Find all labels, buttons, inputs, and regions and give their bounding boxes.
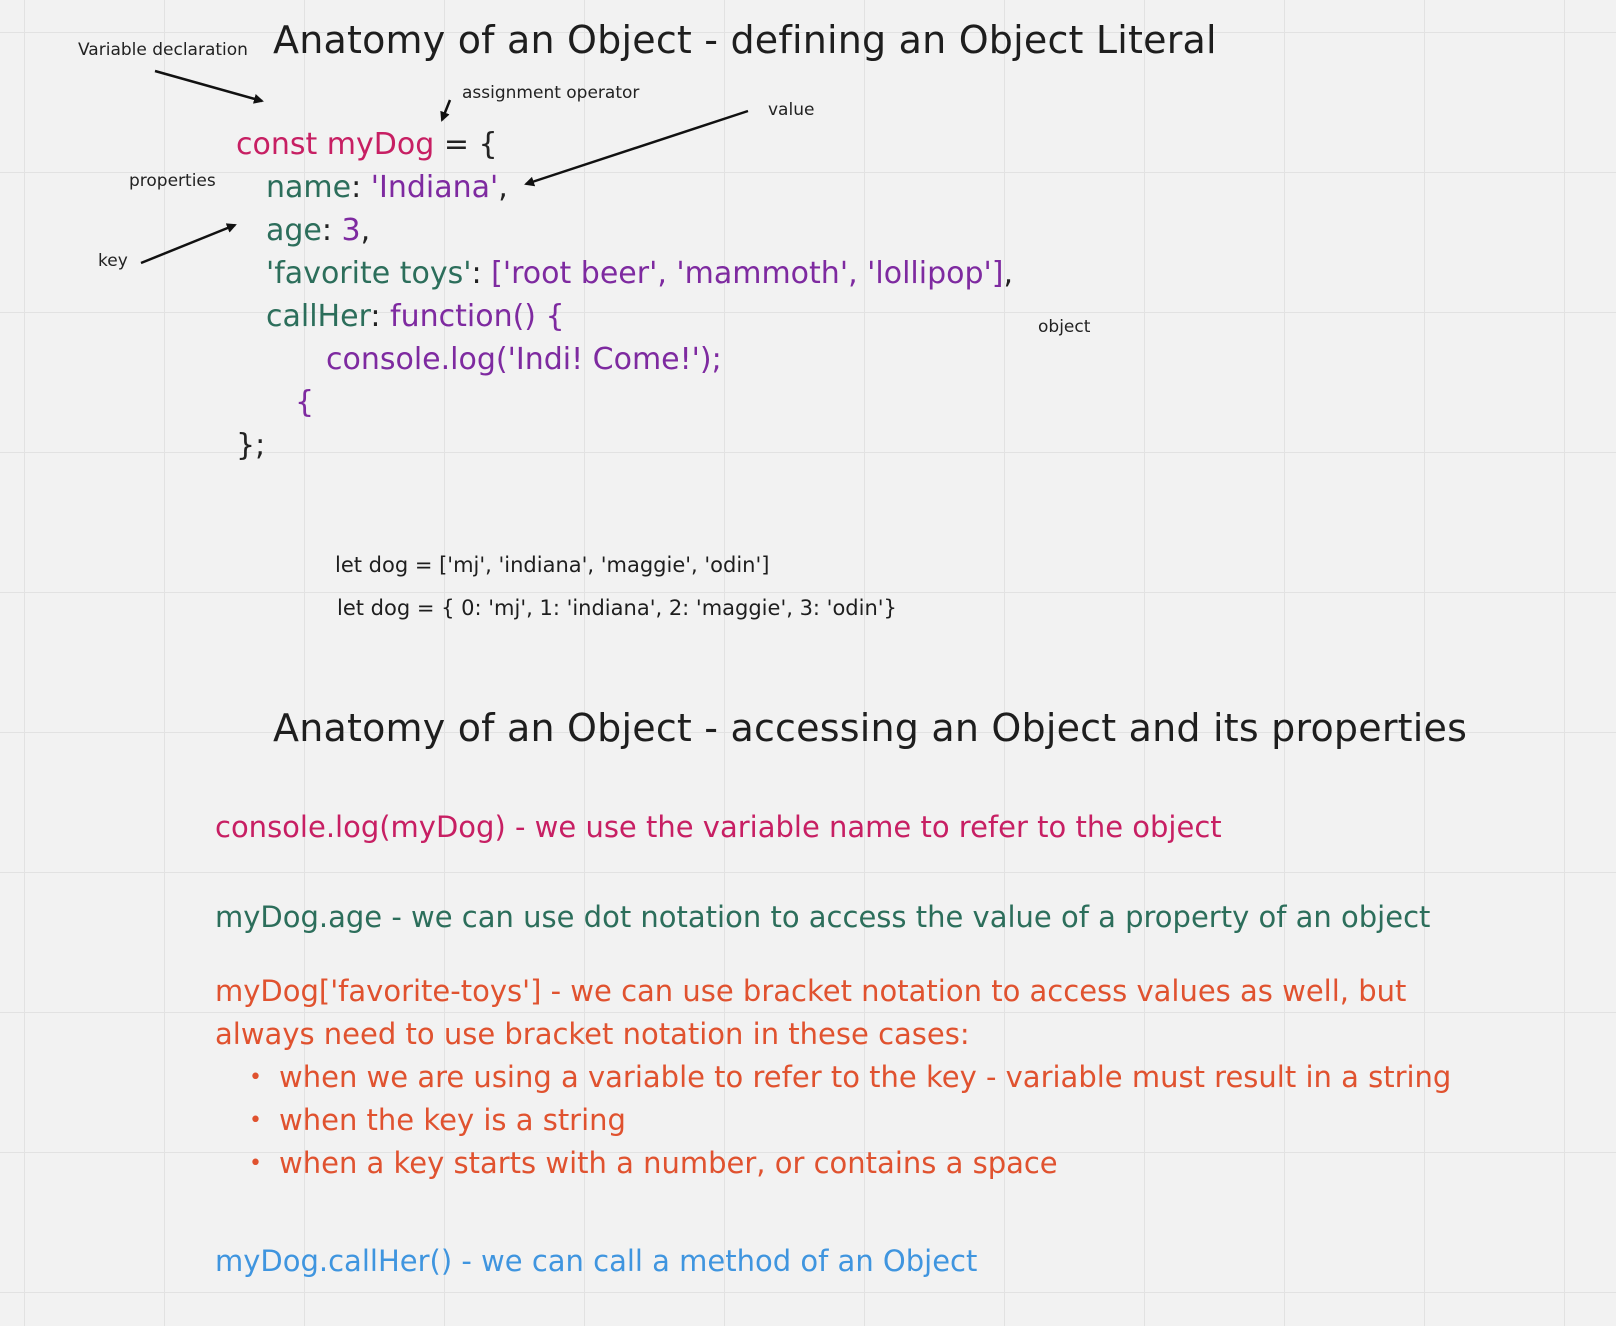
code-inner-brace: { bbox=[295, 385, 315, 420]
arrow-key bbox=[140, 223, 237, 265]
annotation-key: key bbox=[98, 251, 128, 271]
note-bracket-notation: myDog['favorite-toys'] - we can use brac… bbox=[215, 970, 1451, 1185]
code-line-age: age: 3, bbox=[266, 209, 370, 252]
annotation-properties: properties bbox=[129, 171, 216, 191]
code-line-inner-brace: { bbox=[295, 381, 314, 424]
code-console-log: console.log('Indi! Come!'); bbox=[326, 342, 722, 377]
code-colon: : bbox=[351, 170, 371, 205]
bracket-case-text: when we are using a variable to refer to… bbox=[279, 1060, 1452, 1094]
list-item: • when the key is a string bbox=[215, 1099, 1451, 1142]
annotation-variable-declaration: Variable declaration bbox=[78, 40, 248, 60]
title-defining-object-literal: Anatomy of an Object - defining an Objec… bbox=[273, 18, 1217, 62]
example-object: let dog = { 0: 'mj', 1: 'indiana', 2: 'm… bbox=[337, 596, 897, 620]
bullet-icon: • bbox=[249, 1108, 262, 1133]
code-value-name: 'Indiana' bbox=[370, 170, 499, 205]
note-dot-notation: myDog.age - we can use dot notation to a… bbox=[215, 900, 1431, 934]
code-comma: , bbox=[498, 170, 508, 205]
bracket-cases-list: • when we are using a variable to refer t… bbox=[215, 1056, 1451, 1185]
note-bracket-line-2: always need to use bracket notation in t… bbox=[215, 1017, 970, 1051]
arrow-variable-declaration bbox=[154, 69, 264, 104]
code-line-callher: callHer: function() { bbox=[266, 295, 565, 338]
arrow-assignment-operator bbox=[440, 99, 452, 122]
annotation-value: value bbox=[768, 100, 815, 120]
code-line-favorite-toys: 'favorite toys': ['root beer', 'mammoth'… bbox=[266, 252, 1013, 295]
code-key-name: name bbox=[266, 170, 352, 205]
code-comma: , bbox=[1003, 256, 1014, 291]
code-line-const: const myDog = { bbox=[236, 123, 498, 166]
note-bracket-line-1: myDog['favorite-toys'] - we can use brac… bbox=[215, 974, 1407, 1008]
code-line-console-log: console.log('Indi! Come!'); bbox=[326, 338, 722, 381]
title-accessing-object: Anatomy of an Object - accessing an Obje… bbox=[273, 706, 1468, 750]
note-call-method: myDog.callHer() - we can call a method o… bbox=[215, 1244, 978, 1278]
code-value-function: function() { bbox=[390, 299, 565, 334]
bracket-case-text: when the key is a string bbox=[279, 1103, 626, 1137]
example-array: let dog = ['mj', 'indiana', 'maggie', 'o… bbox=[335, 553, 770, 577]
code-colon: : bbox=[321, 213, 342, 248]
code-assignment: = { bbox=[434, 127, 498, 162]
code-value-age: 3 bbox=[341, 213, 361, 248]
annotation-object: object bbox=[1038, 317, 1091, 337]
code-key-callher: callHer bbox=[266, 299, 371, 334]
note-console-log: console.log(myDog) - we use the variable… bbox=[215, 810, 1222, 844]
code-key-favorite-toys: 'favorite toys' bbox=[266, 256, 472, 291]
code-keyword-const: const myDog bbox=[236, 127, 435, 162]
code-closing-brace: }; bbox=[236, 428, 266, 463]
annotation-assignment-operator: assignment operator bbox=[462, 83, 640, 103]
arrow-value bbox=[524, 109, 749, 187]
code-line-name: name: 'Indiana', bbox=[266, 166, 508, 209]
bracket-case-text: when a key starts with a number, or cont… bbox=[279, 1146, 1058, 1180]
list-item: • when we are using a variable to refer t… bbox=[215, 1056, 1451, 1099]
code-colon: : bbox=[471, 256, 492, 291]
code-colon: : bbox=[370, 299, 391, 334]
code-comma: , bbox=[360, 213, 371, 248]
list-item: • when a key starts with a number, or con… bbox=[215, 1142, 1451, 1185]
code-key-age: age bbox=[266, 213, 322, 248]
bullet-icon: • bbox=[249, 1065, 262, 1090]
bullet-icon: • bbox=[249, 1151, 262, 1176]
code-value-favorite-toys: ['root beer', 'mammoth', 'lollipop'] bbox=[491, 256, 1004, 291]
code-line-close: }; bbox=[236, 424, 265, 467]
